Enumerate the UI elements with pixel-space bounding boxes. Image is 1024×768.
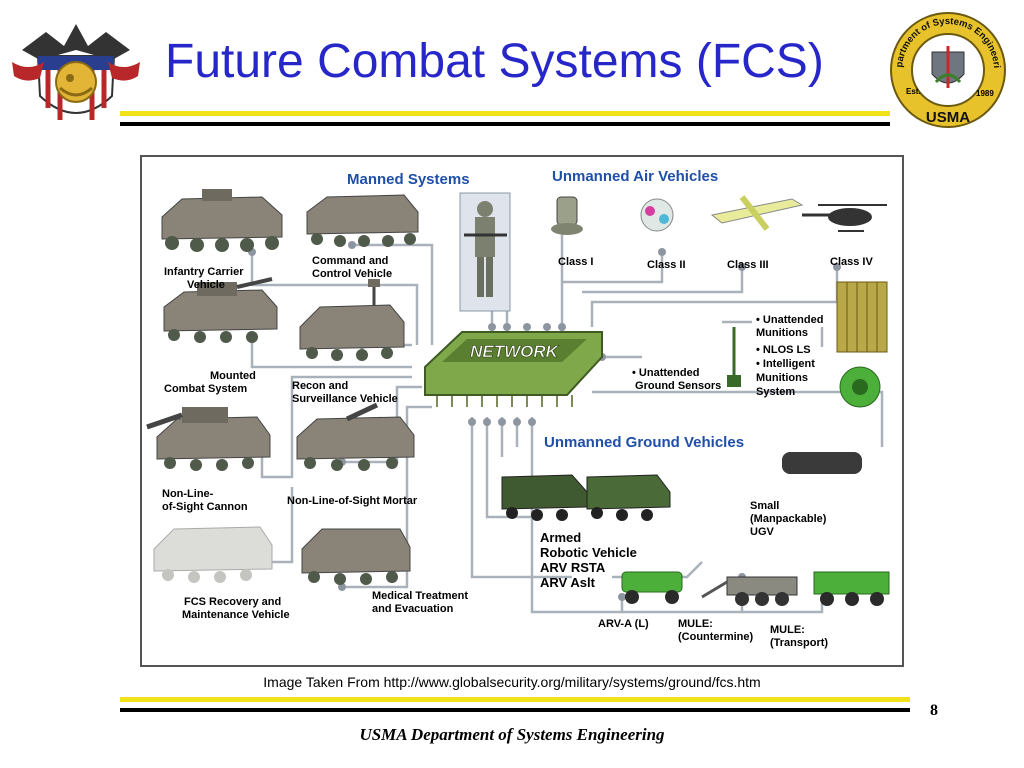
usma-crest-logo [12,24,140,120]
ugv-header: Unmanned Ground Vehicles [544,434,744,451]
image-source-caption: Image Taken From http://www.globalsecuri… [263,674,761,690]
manned-systems-header: Manned Systems [347,171,470,188]
non-line-of-sight-mortar-icon [296,402,415,471]
slide-title: Future Combat Systems (FCS) [165,35,824,88]
fcs-recovery-and-maintenance-vehicle-icon [153,526,273,583]
page-number: 8 [930,702,938,719]
ground-sensor-icon [727,327,741,387]
uav-header: Unmanned Air Vehicles [552,168,718,185]
nlos-launch-system-icon [836,281,888,353]
arv-label: Armed Robotic Vehicle ARV RSTA ARV Aslt [540,530,640,590]
uav-class-ii-label: Class II [647,259,686,271]
title-rule-yellow [120,111,890,116]
class-i-uav-icon [551,196,583,235]
uav-class-iii-label: Class III [727,259,769,271]
non-line-of-sight-cannon-icon [146,407,271,471]
arv-a-label: ARV-A (L) [598,618,649,630]
fcs-network-diagram: Manned Systems Unmanned Air Vehicles Unm… [140,155,904,667]
mule-countermine-label: MULE: (Countermine) [678,618,754,643]
infantry-carrier-vehicle-icon [161,189,283,252]
command-and-control-vehicle-icon [306,194,419,247]
ground-sensors-label: • Unattended Ground Sensors [632,367,721,392]
mounted-combat-system-icon [163,277,278,343]
medical-treatment-and-evacuation-vehicle-icon [301,528,411,585]
munitions-label: • Unattended Munitions • NLOS LS • Intel… [756,314,826,398]
arv-a-l-icon [621,571,683,604]
armed-robotic-vehicle-icon [501,474,671,521]
small-ugv-icon [782,452,862,474]
mule-transport-label: MULE: (Transport) [770,624,828,649]
soldier-icon [459,192,511,312]
footer-rule-black [120,708,910,712]
uav-class-iv-label: Class IV [830,256,873,268]
intelligent-munitions-icon [839,366,881,408]
small-ugv-label: Small (Manpackable) UGV [750,500,829,538]
footer-rule-yellow [120,697,910,702]
mule-transport-icon [813,571,890,606]
svg-text:NETWORK: NETWORK [470,342,560,361]
department-seal-logo: Department of Systems Engineering Est. 1… [888,8,1006,128]
class-ii-uav-icon [640,198,674,232]
footer-text: USMA Department of Systems Engineering [359,725,665,744]
svg-text:1989: 1989 [976,89,994,98]
network-chip: NETWORK [424,331,603,407]
mule-countermine-icon [701,576,798,606]
nlos-cannon-label: Non-Line-of-Sight Cannon [162,488,248,513]
recon-and-surveillance-vehicle-icon [299,279,405,361]
nlos-mortar-label: Non-Line-of-Sight Mortar [287,495,418,507]
title-rule-black [120,122,890,126]
class-iv-uav-icon [802,204,887,232]
class-iii-uav-icon [710,195,804,231]
uav-class-i-label: Class I [558,256,593,268]
svg-text:Est.: Est. [906,87,921,96]
svg-text:USMA: USMA [926,109,970,126]
